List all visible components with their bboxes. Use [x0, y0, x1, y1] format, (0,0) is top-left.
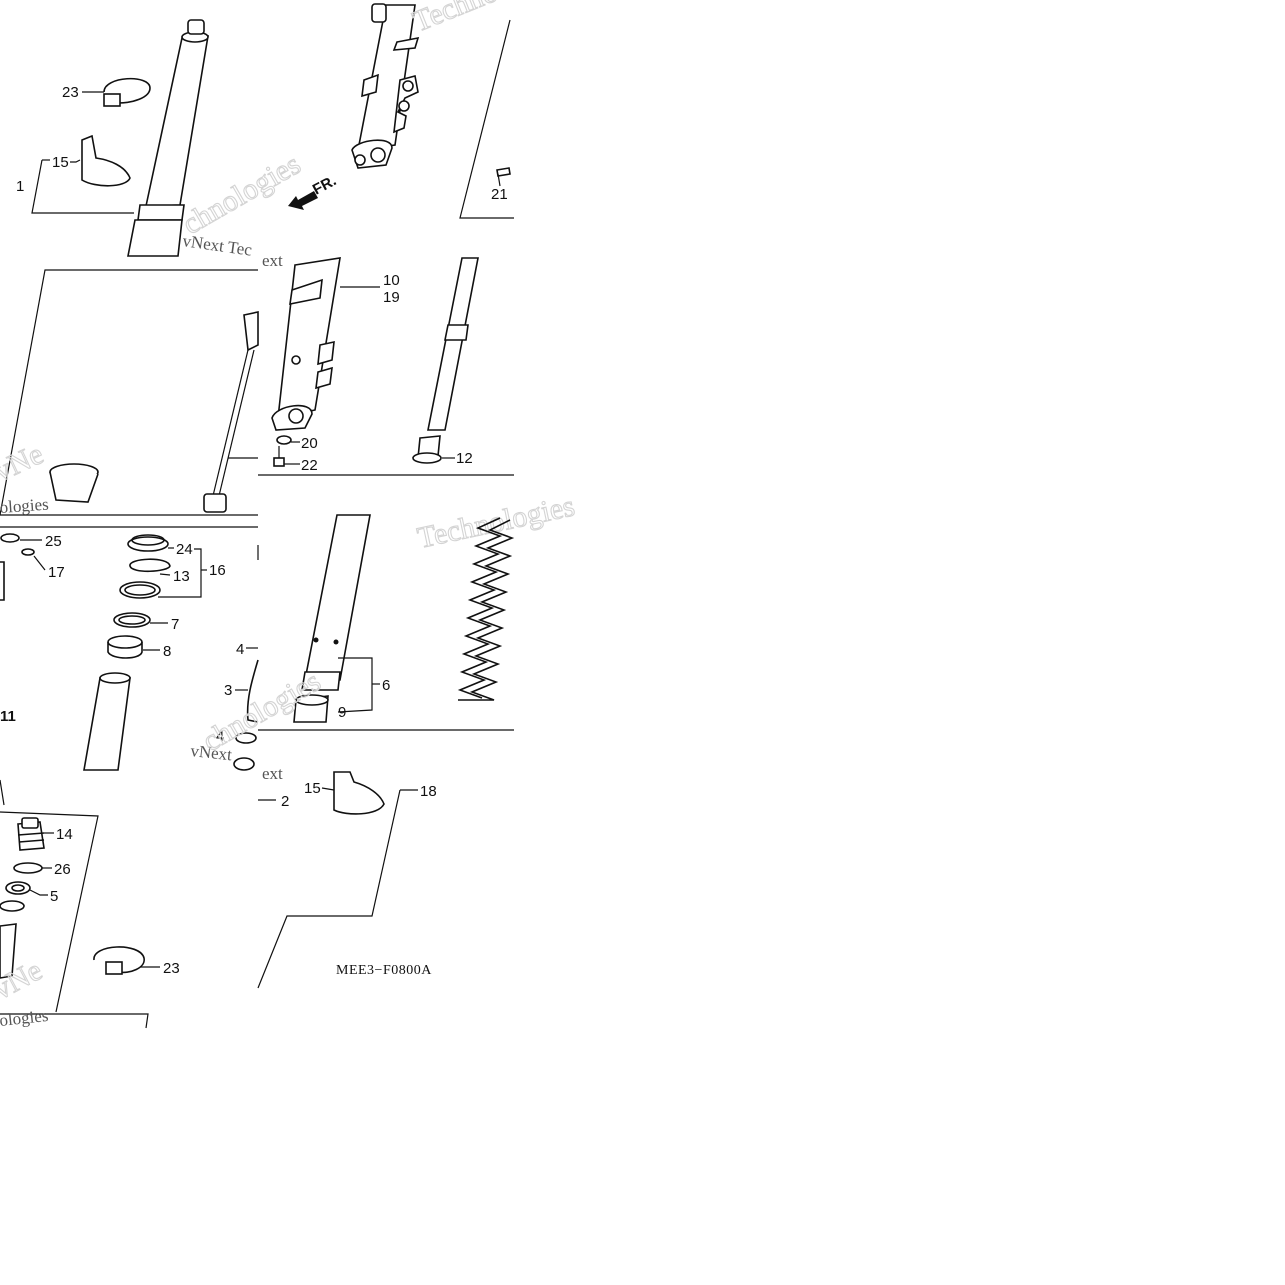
fork-bolt-14	[17, 817, 45, 851]
washer-25	[0, 533, 20, 543]
fork-slider-lower	[271, 257, 341, 431]
watermark: ologies	[0, 495, 49, 517]
o-ring-26	[13, 862, 43, 874]
callout-15b: 15	[304, 780, 321, 797]
fork-cover-15	[333, 771, 385, 815]
watermark: chnologies	[177, 147, 306, 241]
fork-pipe	[301, 514, 371, 691]
fork-clamp-ring-23	[93, 946, 145, 975]
callout-16: 16	[209, 562, 226, 579]
callout-7: 7	[171, 616, 179, 633]
callout-13: 13	[173, 568, 190, 585]
callout-23b: 23	[163, 960, 180, 977]
callout-21: 21	[491, 186, 508, 203]
callout-15: 15	[52, 154, 69, 171]
stop-ring-13	[129, 558, 171, 573]
washer-17	[21, 548, 35, 556]
watermark: ext	[262, 764, 283, 783]
fork-cover	[81, 134, 131, 187]
watermark: vNe	[0, 437, 48, 488]
callout-18: 18	[420, 783, 437, 800]
watermark: vNext Tec	[181, 231, 253, 260]
callout-5: 5	[50, 888, 58, 905]
spacer	[0, 900, 25, 979]
washer-20	[276, 435, 292, 445]
callout-14: 14	[56, 826, 73, 843]
callout-25: 25	[45, 533, 62, 550]
callout-4b: 4	[216, 728, 224, 745]
callout-19: 19	[383, 289, 400, 306]
callout-6: 6	[382, 677, 390, 694]
fork-tube-assembly	[127, 19, 209, 257]
callout-24: 24	[176, 541, 193, 558]
watermark: ext	[262, 251, 283, 270]
fork-spring	[457, 517, 515, 701]
callout-17: 17	[48, 564, 65, 581]
drawing-code: MEE3−F0800A	[336, 963, 432, 978]
inner-tube-lower	[83, 672, 131, 771]
bolt-21	[496, 167, 511, 187]
watermark: ologies	[0, 1006, 49, 1030]
callout-10: 10	[383, 272, 400, 289]
inner-tube	[427, 257, 479, 431]
fork-clamp-ring	[103, 77, 151, 107]
bushing-12	[412, 435, 442, 464]
front-direction-arrow	[288, 191, 318, 210]
spring-seat-5	[5, 881, 31, 895]
callout-9: 9	[338, 704, 346, 721]
slider-bushing-9	[293, 694, 329, 723]
callout-3: 3	[224, 682, 232, 699]
fork-slider-upper	[351, 3, 420, 169]
bushing-8	[107, 635, 143, 659]
callout-1: 1	[16, 178, 24, 195]
callout-26: 26	[54, 861, 71, 878]
callout-8: 8	[163, 643, 171, 660]
callout-12: 12	[456, 450, 473, 467]
watermark: vNext	[190, 741, 234, 764]
damper-rod	[203, 311, 259, 513]
callout-20: 20	[301, 435, 318, 452]
back-up-ring-7	[113, 612, 151, 628]
callout-2: 2	[281, 793, 289, 810]
dust-seal-24	[127, 534, 169, 552]
watermark: Techno	[408, 0, 502, 38]
oil-seal	[119, 581, 161, 599]
washer-4	[233, 732, 257, 771]
bolt-22	[273, 446, 285, 467]
callout-23: 23	[62, 84, 79, 101]
callout-22: 22	[301, 457, 318, 474]
callout-4: 4	[236, 641, 244, 658]
oil-lock-piece	[49, 463, 99, 503]
callout-11: 11	[0, 708, 16, 725]
